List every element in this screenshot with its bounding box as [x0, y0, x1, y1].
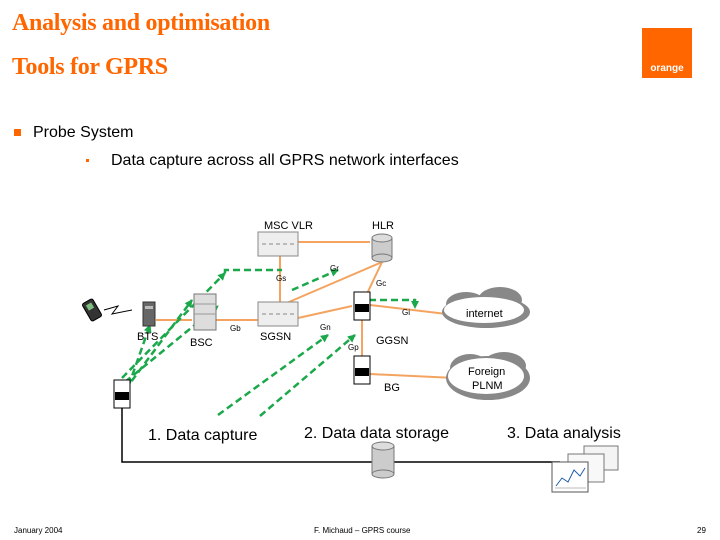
label-foreign: Foreign: [468, 366, 505, 378]
probe-link-gp: [259, 334, 356, 417]
dot-bullet-icon: [86, 159, 89, 163]
bsc-cabinet-icon: [193, 293, 217, 331]
link-hlr-sgsn: [281, 261, 383, 306]
data-backbone: [121, 408, 560, 463]
probe-link-gr: [291, 268, 339, 292]
probe-link-gi: [362, 298, 419, 317]
internet-cloud: [442, 287, 530, 328]
label-bg: BG: [384, 382, 400, 394]
hlr-database-icon: [371, 233, 393, 263]
label-sgsn: SGSN: [260, 331, 291, 343]
sgsn-rack-icon: [257, 301, 299, 327]
label-gr: Gr: [330, 264, 339, 273]
stage-data-capture: 1. Data capture: [148, 427, 258, 444]
bts-tower-icon: [142, 301, 156, 327]
msc-vlr-rack-icon: [257, 231, 299, 257]
foreign-plnm-cloud: [446, 352, 530, 400]
label-bts: BTS: [137, 331, 158, 343]
label-gp: Gp: [348, 343, 359, 352]
label-bsc: BSC: [190, 337, 213, 349]
bullet-probe-system: Probe System: [14, 124, 133, 142]
probe-device-3: [353, 355, 371, 385]
storage-database-icon: [371, 441, 395, 479]
label-gb: Gb: [230, 324, 241, 333]
orange-logo: orange: [642, 28, 692, 78]
probe-link-bsc: [123, 299, 194, 391]
probe-device-2: [353, 291, 371, 321]
logo-text: orange: [650, 63, 684, 74]
label-gn: Gn: [320, 323, 331, 332]
radio-link: [103, 305, 133, 315]
probe-link-gn: [217, 333, 329, 417]
link-bg-foreign: [369, 373, 456, 379]
mobile-phone-icon: [82, 298, 102, 322]
slide-title-line1: Analysis and optimisation: [12, 10, 270, 36]
label-internet: internet: [466, 308, 503, 320]
probe-links: [121, 268, 419, 417]
label-gc: Gc: [376, 279, 386, 288]
stage-data-storage: 2. Data data storage: [304, 425, 449, 442]
square-bullet-icon: [14, 129, 21, 137]
footer-author: F. Michaud – GPRS course: [314, 526, 411, 535]
sub-bullet-text: Data capture across all GPRS network int…: [111, 152, 459, 169]
probe-device-1: [113, 379, 131, 409]
footer-date: January 2004: [14, 526, 63, 535]
footer-page-number: 29: [697, 526, 706, 535]
stage-data-analysis: 3. Data analysis: [507, 425, 621, 442]
network-links: [156, 241, 456, 379]
link-ggsn-internet: [369, 304, 456, 316]
label-msc-vlr: MSC VLR: [264, 220, 313, 232]
probe-link-gs: [121, 272, 226, 379]
label-hlr: HLR: [372, 220, 394, 232]
bullet-text: Probe System: [33, 124, 134, 141]
link-sgsn-ggsn: [297, 305, 353, 319]
label-gi: Gi: [402, 308, 410, 317]
label-ggsn: GGSN: [376, 335, 408, 347]
probe-link-gs-line: [223, 268, 282, 273]
label-plnm: PLNM: [472, 380, 503, 392]
sub-bullet-data-capture: Data capture across all GPRS network int…: [86, 152, 459, 170]
slide-title-line2: Tools for GPRS: [12, 54, 168, 80]
analysis-screens-icon: [551, 445, 619, 493]
label-gs: Gs: [276, 274, 286, 283]
